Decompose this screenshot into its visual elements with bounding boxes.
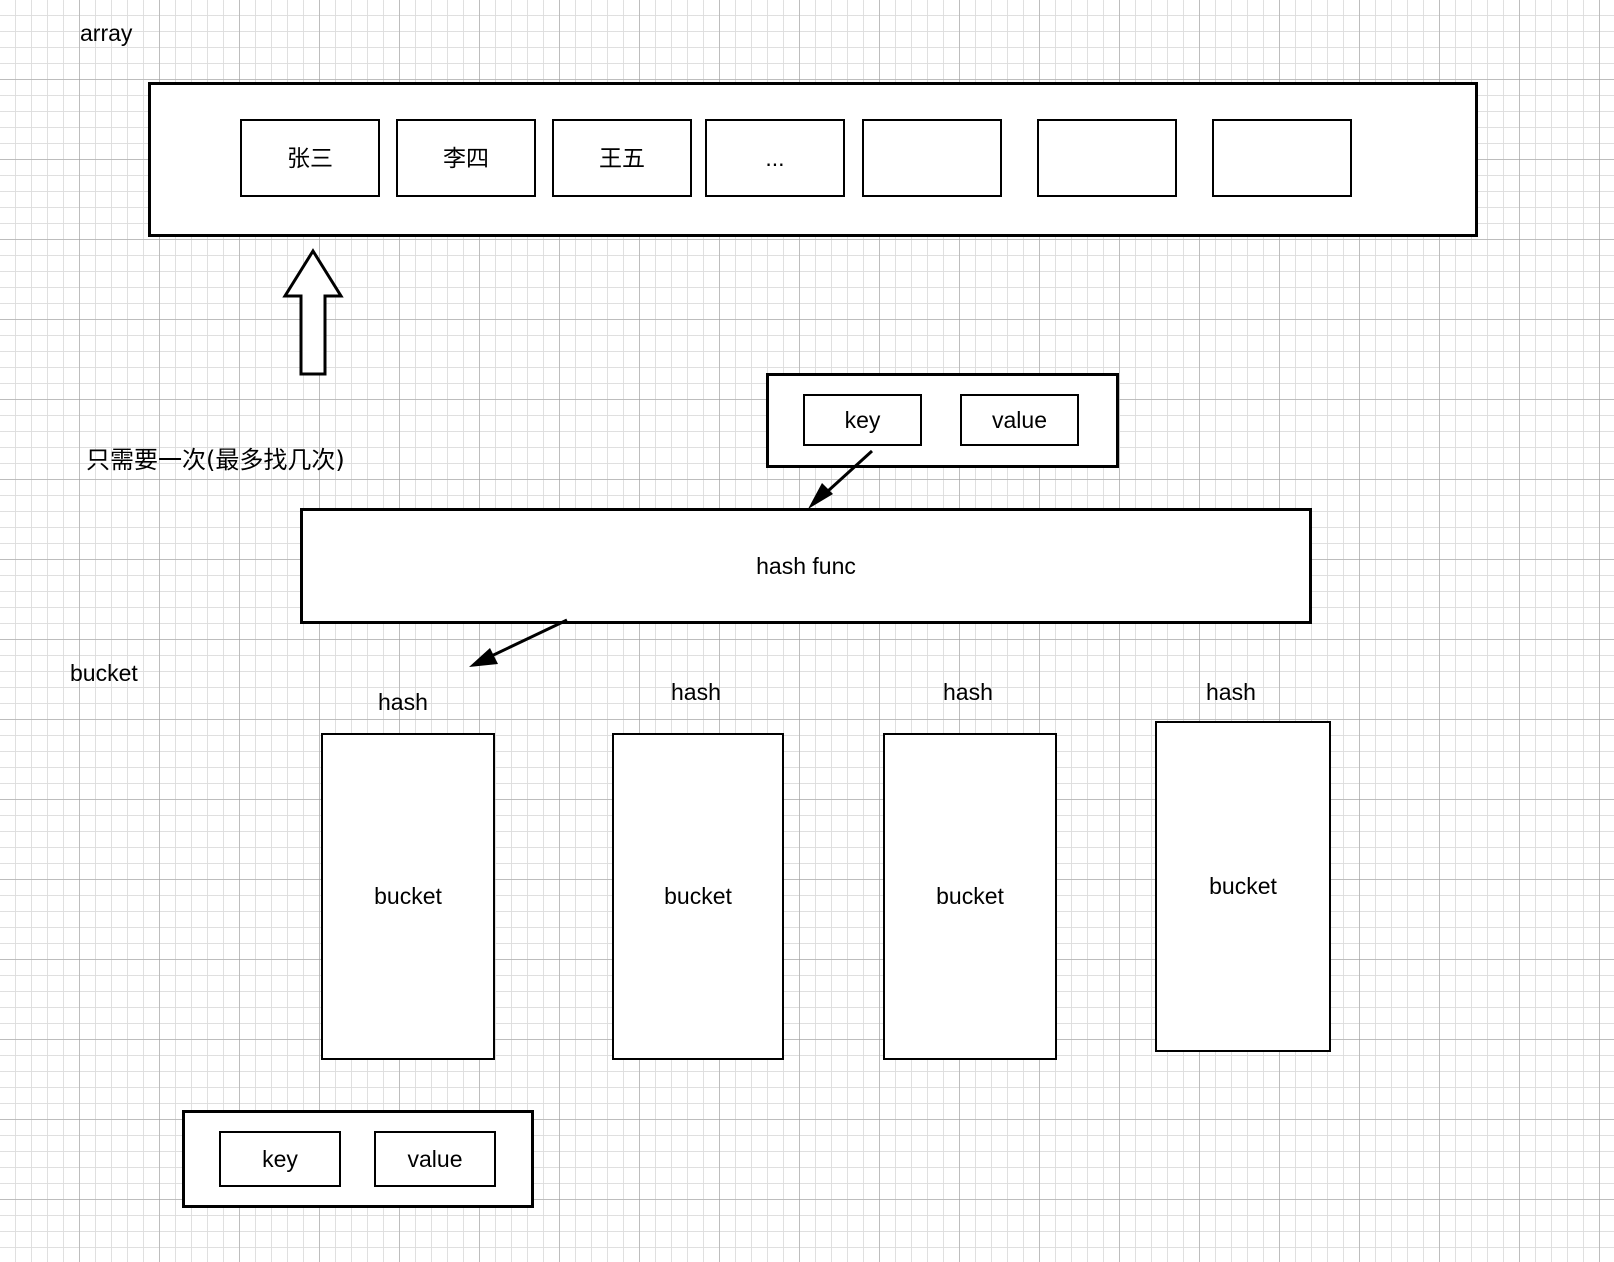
array-cell-2[interactable]: 王五 bbox=[552, 119, 692, 197]
bucket-box-0[interactable]: bucket bbox=[321, 733, 495, 1060]
bucket-hash-label-1: hash bbox=[671, 679, 721, 705]
bucket-box-label: bucket bbox=[374, 883, 442, 909]
bucket-hash-label-2: hash bbox=[943, 679, 993, 705]
array-cell-0[interactable]: 张三 bbox=[240, 119, 380, 197]
bucket-box-label: bucket bbox=[1209, 873, 1277, 899]
array-cell-4[interactable] bbox=[862, 119, 1002, 197]
array-cell-text: 李四 bbox=[443, 144, 489, 171]
entry-bottom-value-box[interactable]: value bbox=[374, 1131, 496, 1187]
entry-top-key-box[interactable]: key bbox=[803, 394, 922, 446]
entry-top-value-label: value bbox=[992, 406, 1047, 433]
bucket-hash-label-0: hash bbox=[378, 689, 428, 715]
array-cell-6[interactable] bbox=[1212, 119, 1352, 197]
array-cell-text: 王五 bbox=[599, 144, 645, 171]
array-cell-text: 张三 bbox=[287, 144, 333, 171]
entry-bottom-key-label: key bbox=[262, 1145, 298, 1172]
lookup-note-label: 只需要一次(最多找几次) bbox=[86, 446, 345, 474]
bucket-box-label: bucket bbox=[664, 883, 732, 909]
array-cell-1[interactable]: 李四 bbox=[396, 119, 536, 197]
array-up-block-arrow bbox=[282, 248, 344, 376]
bucket-box-1[interactable]: bucket bbox=[612, 733, 784, 1060]
bucket-box-label: bucket bbox=[936, 883, 1004, 909]
array-label: array bbox=[80, 20, 133, 46]
hash-func-box[interactable]: hash func bbox=[300, 508, 1312, 624]
bucket-hash-label-3: hash bbox=[1206, 679, 1256, 705]
bucket-side-label: bucket bbox=[70, 660, 138, 686]
entry-bottom-value-label: value bbox=[407, 1145, 463, 1172]
bucket-box-3[interactable]: bucket bbox=[1155, 721, 1331, 1052]
hash-func-label: hash func bbox=[756, 552, 856, 579]
array-cell-text: ... bbox=[765, 144, 785, 171]
array-cell-5[interactable] bbox=[1037, 119, 1177, 197]
array-cell-3[interactable]: ... bbox=[705, 119, 845, 197]
entry-top-key-label: key bbox=[844, 406, 881, 433]
entry-top-value-box[interactable]: value bbox=[960, 394, 1079, 446]
bucket-box-2[interactable]: bucket bbox=[883, 733, 1057, 1060]
hashfunc-to-bucket-arrow bbox=[469, 618, 568, 667]
entry-bottom-key-box[interactable]: key bbox=[219, 1131, 341, 1187]
